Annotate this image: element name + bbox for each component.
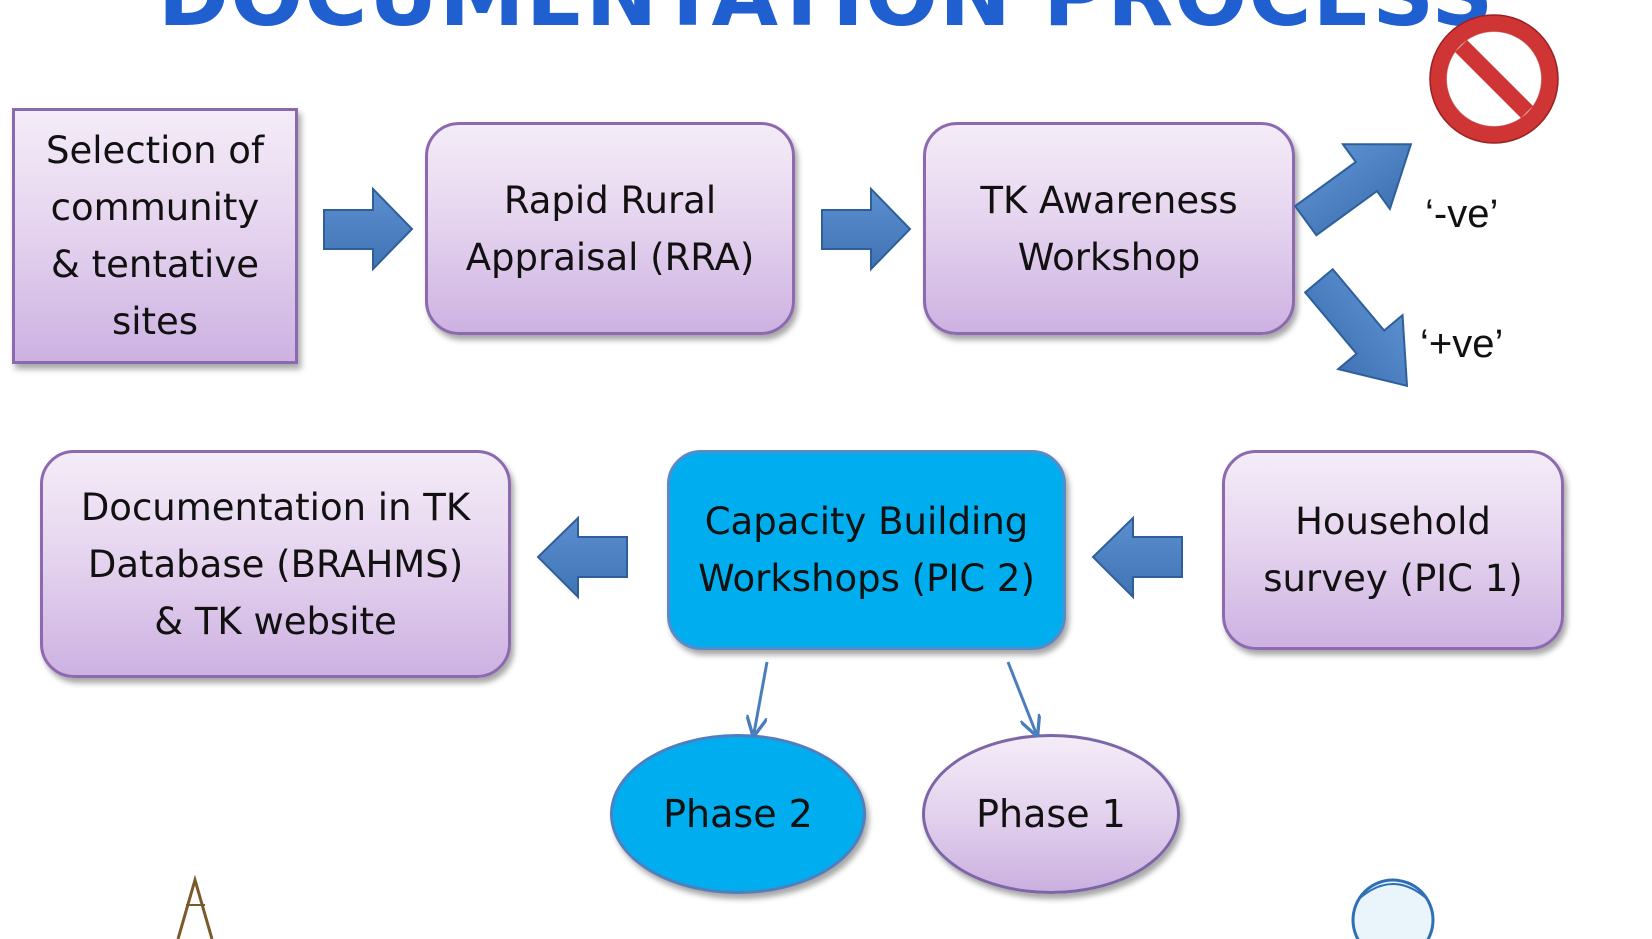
logo-left-icon	[176, 874, 214, 939]
selection-line-1: Selection of	[46, 129, 264, 172]
phase-2-ellipse: Phase 2	[610, 734, 866, 894]
phase-1-label: Phase 1	[976, 792, 1126, 836]
phase-1-ellipse: Phase 1	[922, 734, 1180, 894]
tk-awareness-box: TK Awareness Workshop	[923, 122, 1295, 335]
documentation-line-3: & TK website	[154, 599, 397, 643]
household-survey-box: Household survey (PIC 1)	[1222, 450, 1564, 650]
capacity-building-box: Capacity Building Workshops (PIC 2)	[667, 450, 1066, 650]
connector-arrow-icon	[1006, 661, 1036, 733]
household-line-2: survey (PIC 1)	[1263, 557, 1523, 600]
household-line-1: Household	[1295, 500, 1491, 543]
left-arrow-icon	[1091, 515, 1183, 600]
documentation-box: Documentation in TK Database (BRAHMS) & …	[40, 450, 511, 678]
diagonal-arrow-icon	[1293, 143, 1413, 237]
page-title: DOCUMENTATION PROCESS	[0, 0, 1652, 36]
connector-arrow-icon	[754, 661, 769, 733]
capacity-line-1: Capacity Building	[704, 500, 1029, 543]
left-arrow-icon	[536, 515, 628, 600]
selection-line-3: & tentative	[51, 243, 259, 286]
selection-line-4: sites	[111, 300, 199, 343]
rra-box: Rapid Rural Appraisal (RRA)	[425, 122, 795, 335]
right-arrow-icon	[323, 186, 414, 272]
prohibited-sign-icon	[1429, 14, 1559, 144]
rra-line-2: Appraisal (RRA)	[465, 235, 755, 279]
tk-awareness-line-2: Workshop	[1017, 235, 1201, 279]
negative-outcome-label: ‘-ve’	[1425, 192, 1499, 236]
capacity-line-2: Workshops (PIC 2)	[698, 557, 1035, 600]
documentation-line-2: Database (BRAHMS)	[87, 542, 464, 586]
selection-line-2: community	[50, 186, 260, 229]
phase-2-label: Phase 2	[663, 792, 813, 836]
selection-box: Selection of community & tentative sites	[12, 108, 298, 364]
diagonal-arrow-icon	[1303, 267, 1409, 388]
documentation-line-1: Documentation in TK	[80, 485, 471, 529]
rra-line-1: Rapid Rural	[503, 178, 717, 222]
logo-right-icon	[1351, 878, 1435, 939]
tk-awareness-line-1: TK Awareness	[980, 178, 1238, 222]
right-arrow-icon	[821, 186, 912, 272]
positive-outcome-label: ‘+ve’	[1420, 322, 1504, 366]
